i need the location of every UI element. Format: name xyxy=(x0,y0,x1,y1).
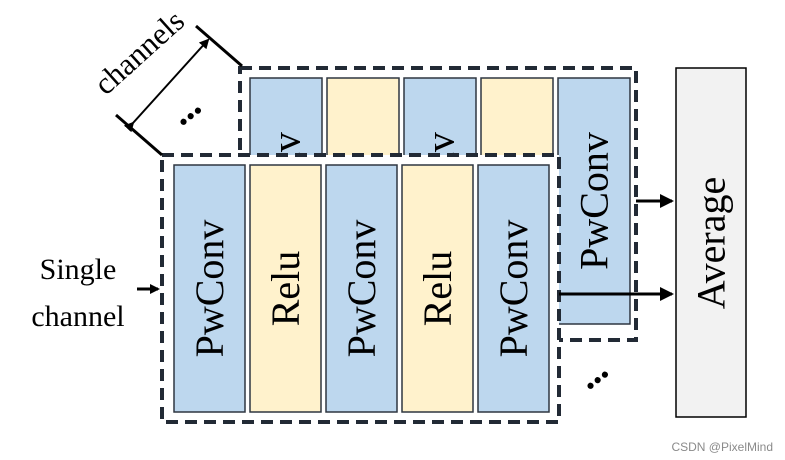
dimension-tick-front xyxy=(115,113,163,157)
front-block-1-label: PwConv xyxy=(187,220,232,358)
front-block-2-label: Relu xyxy=(263,251,308,327)
average-block: Average xyxy=(675,67,747,418)
front-block-4-label: Relu xyxy=(415,251,460,327)
back-block-5-label: PwConv xyxy=(572,132,617,270)
dimension-tick-back xyxy=(195,24,243,68)
average-box xyxy=(675,67,747,418)
single-channel-label-line1: Single xyxy=(40,253,117,286)
front-block-3-label: PwConv xyxy=(339,220,384,358)
average-label: Average xyxy=(689,177,734,310)
front-block-1-pwconv xyxy=(173,164,246,413)
front-blocks: PwConv Relu PwConv Relu PwConv xyxy=(173,164,550,413)
front-group-border xyxy=(160,153,561,424)
back-block-5-pwconv xyxy=(557,77,631,325)
front-block-5-pwconv xyxy=(477,164,550,413)
front-block-2-relu xyxy=(249,164,322,413)
single-channel-label-line2: channel xyxy=(31,300,124,333)
watermark: CSDN @PixelMind xyxy=(671,440,773,454)
front-channel-group: PwConv Relu PwConv Relu PwConv xyxy=(160,153,561,424)
front-block-4-relu xyxy=(401,164,474,413)
channels-label: channels xyxy=(87,3,191,102)
dimension-arrow xyxy=(123,38,210,133)
ellipsis-bottom: ••• xyxy=(578,360,617,400)
front-block-5-label: PwConv xyxy=(491,220,536,358)
channels-dimension: channels xyxy=(87,3,243,157)
ellipsis-top: ••• xyxy=(171,96,210,136)
front-block-3-pwconv xyxy=(325,164,398,413)
